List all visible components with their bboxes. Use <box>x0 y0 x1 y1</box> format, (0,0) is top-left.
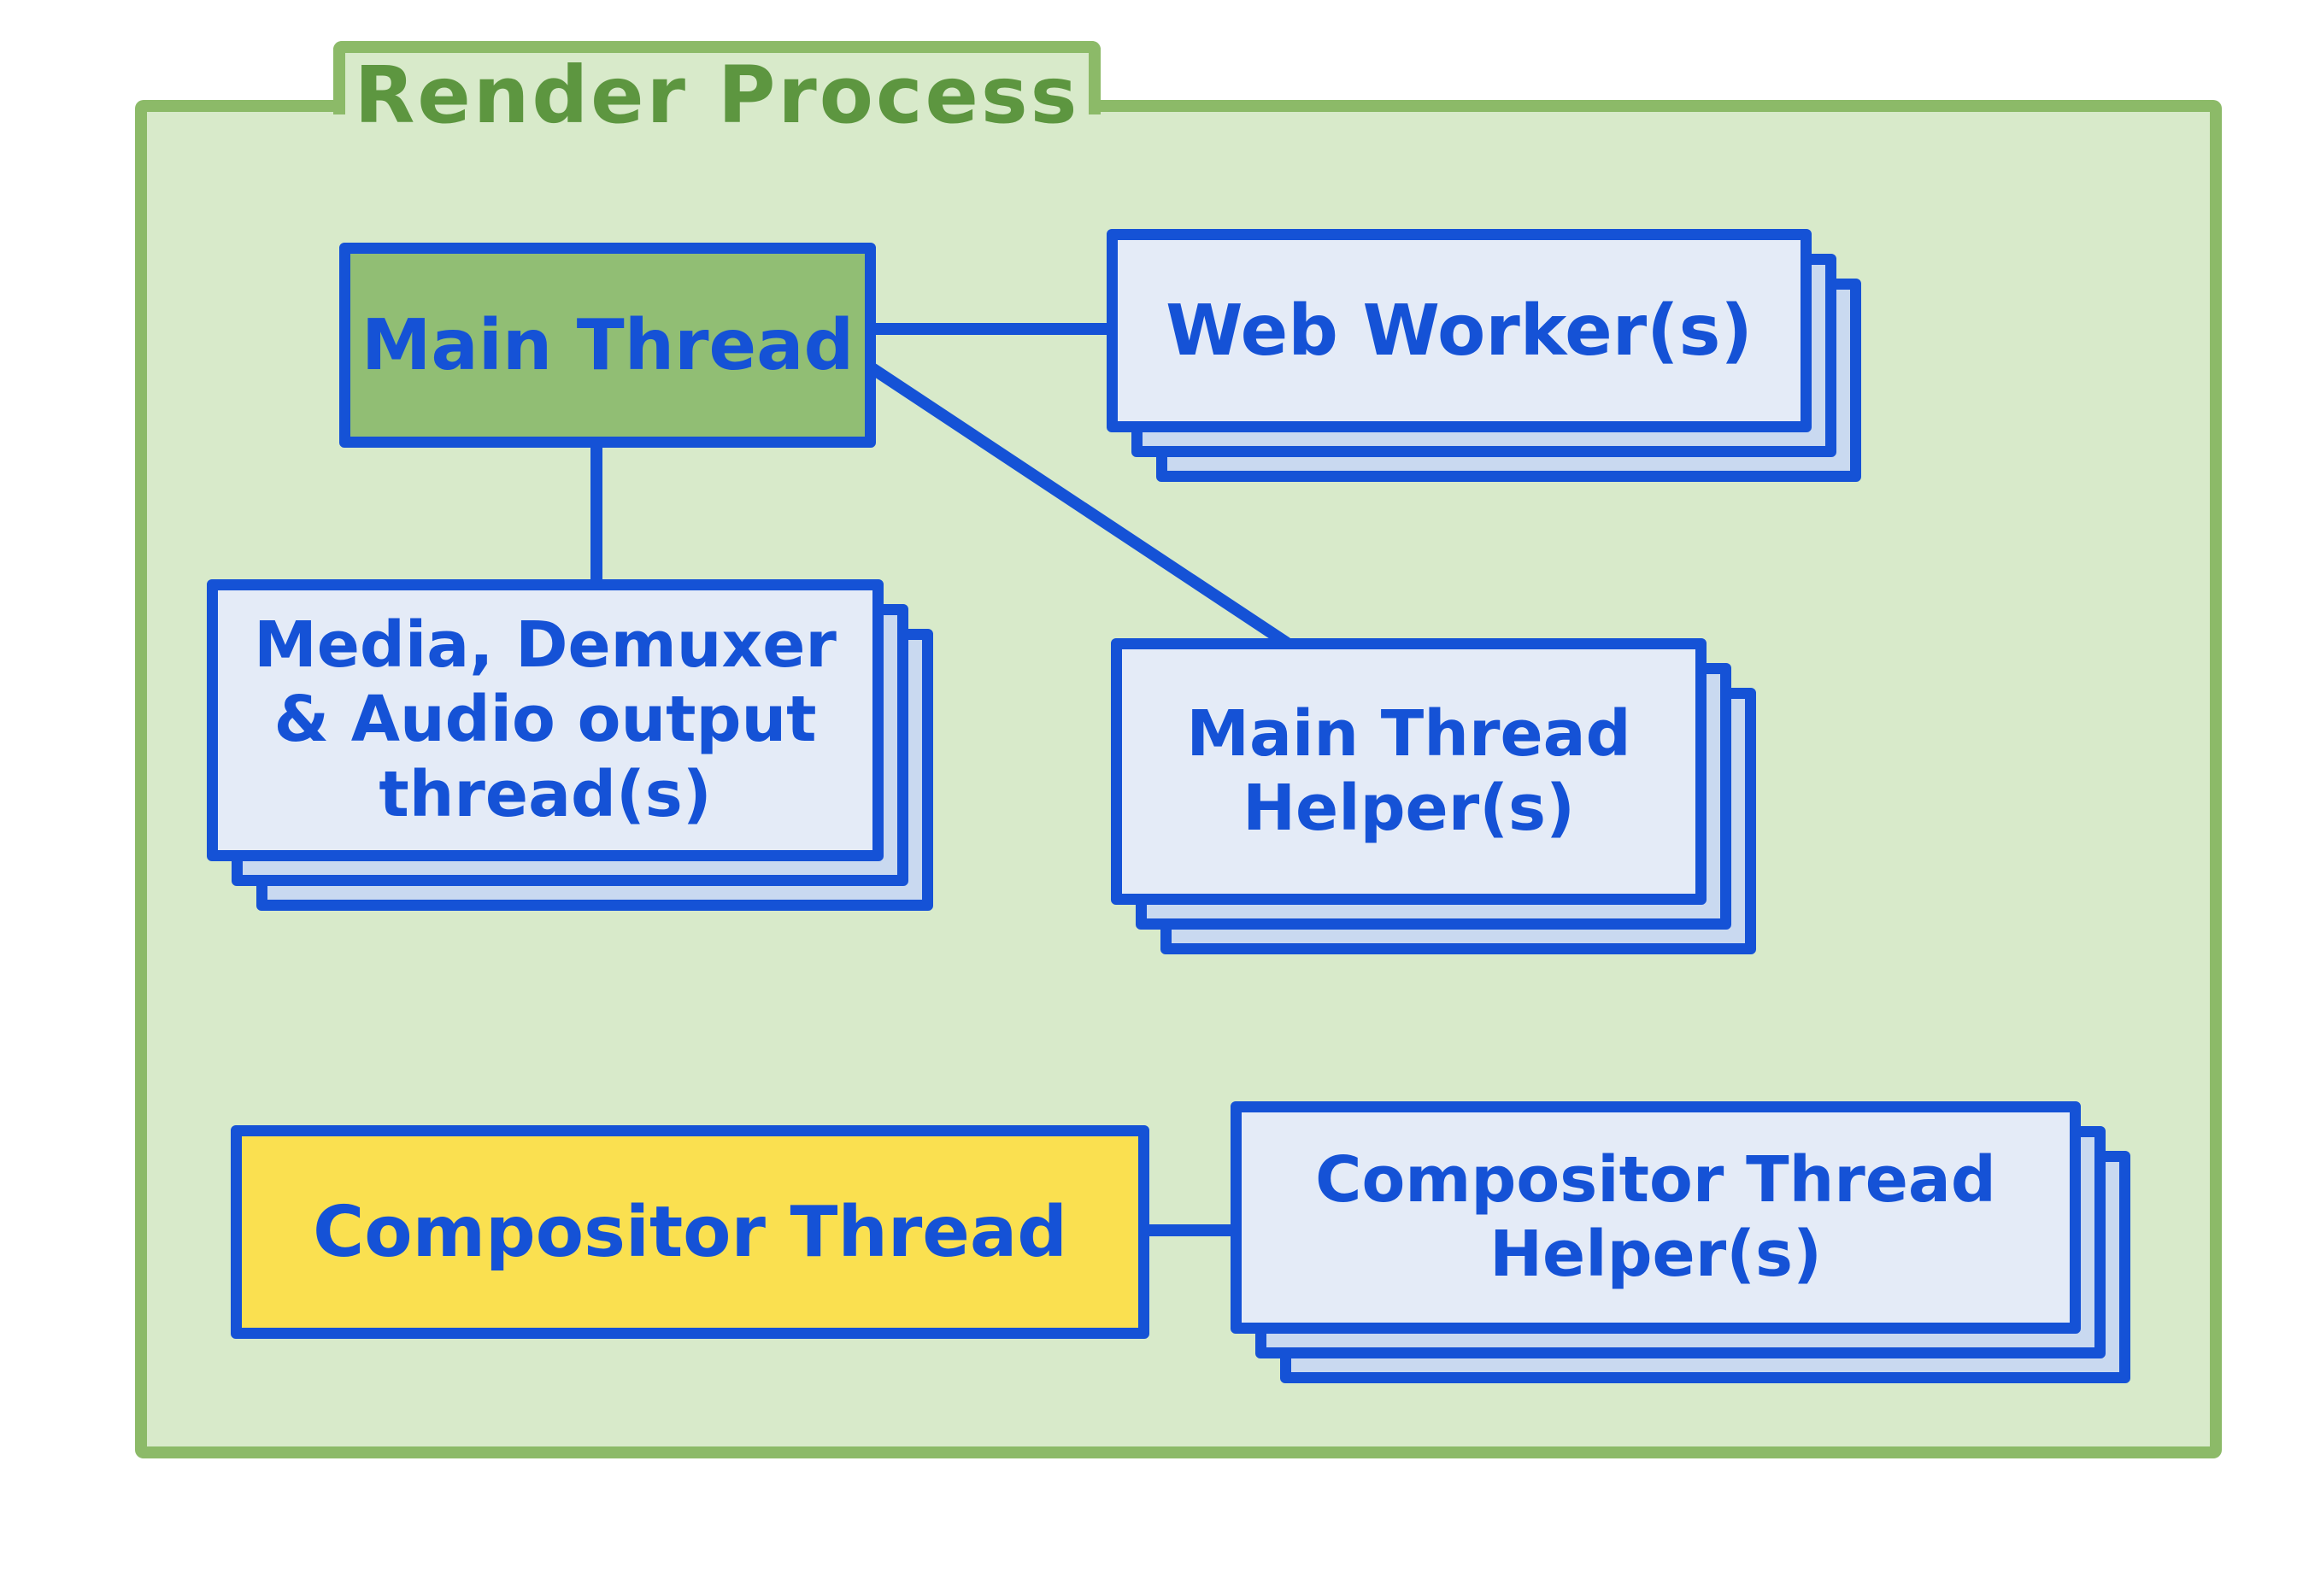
web-workers-label: Web Worker(s) <box>1166 290 1753 372</box>
page-title: Render Process <box>354 50 1080 141</box>
node-main-thread: Main Thread <box>339 243 876 448</box>
node-media-threads: Media, Demuxer & Audio output thread(s) <box>207 579 884 861</box>
node-compositor-thread-helpers: Compositor Thread Helper(s) <box>1231 1101 2081 1334</box>
node-main-thread-helpers: Main Thread Helper(s) <box>1111 638 1707 905</box>
media-threads-label-line: Media, Demuxer <box>254 608 837 683</box>
node-media-threads-stack: Media, Demuxer & Audio output thread(s) <box>207 579 933 911</box>
main-thread-helpers-label-line: Helper(s) <box>1242 772 1575 845</box>
compositor-thread-helpers-label-line: Compositor Thread <box>1315 1142 1996 1217</box>
media-threads-label-line: & Audio output <box>273 683 817 757</box>
node-web-workers-stack: Web Worker(s) <box>1107 229 1861 482</box>
render-process-tab <box>333 41 1101 114</box>
main-thread-label: Main Thread <box>361 304 855 386</box>
node-web-workers: Web Worker(s) <box>1107 229 1812 432</box>
node-compositor-thread-helpers-stack: Compositor Thread Helper(s) <box>1231 1101 2130 1383</box>
node-main-thread-helpers-stack: Main Thread Helper(s) <box>1111 638 1756 954</box>
compositor-thread-label: Compositor Thread <box>313 1191 1067 1273</box>
compositor-thread-helpers-label-line: Helper(s) <box>1489 1218 1822 1291</box>
node-compositor-thread: Compositor Thread <box>231 1125 1149 1339</box>
media-threads-label-line: thread(s) <box>379 757 712 831</box>
main-thread-helpers-label-line: Main Thread <box>1186 696 1631 771</box>
